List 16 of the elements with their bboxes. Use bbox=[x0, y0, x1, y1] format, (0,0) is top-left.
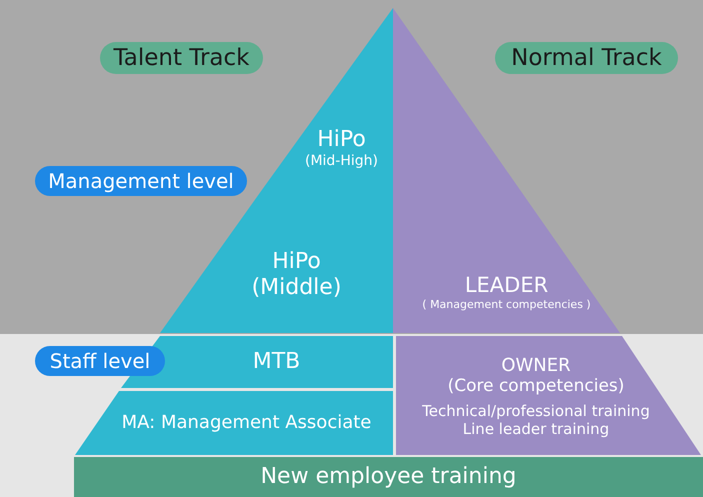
segment-title: MTB bbox=[252, 348, 300, 376]
segment-title: OWNER bbox=[501, 354, 571, 376]
level-label: Management level bbox=[35, 166, 247, 196]
track-label: Talent Track bbox=[100, 42, 263, 74]
segment-text: Technical/professional training Line leader training bbox=[421, 402, 651, 438]
level-label: Staff level bbox=[35, 346, 165, 376]
segment-text: ( Management competencies ) bbox=[422, 298, 591, 312]
segment-title: MA: Management Associate bbox=[122, 412, 372, 434]
segment-title: New employee training bbox=[260, 464, 516, 490]
segment-text: (Middle) bbox=[252, 275, 342, 302]
segment-title: LEADER bbox=[464, 272, 548, 298]
segment-text: (Mid-High) bbox=[304, 153, 378, 170]
segment-text: (Core competencies) bbox=[448, 376, 624, 396]
track-label: Normal Track bbox=[495, 42, 678, 74]
segment-title: HiPo bbox=[272, 248, 321, 275]
segment-title: HiPo bbox=[317, 126, 366, 154]
